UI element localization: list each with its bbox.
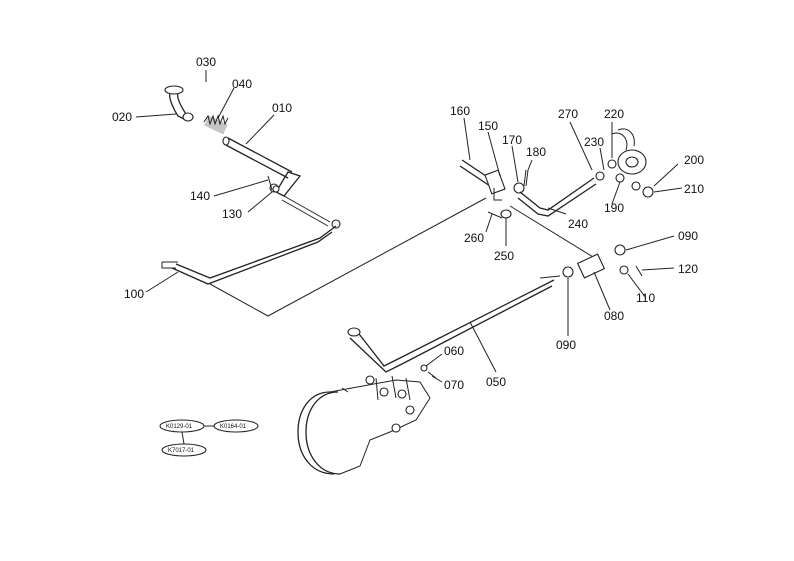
label-180: 180 — [526, 145, 546, 159]
main-rod-and-housing — [297, 275, 561, 475]
label-080: 080 — [604, 309, 624, 323]
label-190: 190 — [604, 201, 624, 215]
label-140: 140 — [190, 189, 210, 203]
right-linkage — [459, 128, 654, 279]
label-170: 170 — [502, 133, 522, 147]
label-150: 150 — [478, 119, 498, 133]
ref-code-1: K0129-01 — [166, 424, 193, 430]
label-090-upper: 090 — [678, 229, 698, 243]
label-210: 210 — [684, 182, 704, 196]
label-070: 070 — [444, 378, 464, 392]
label-030: 030 — [196, 55, 216, 69]
ref-code-3: K7017-01 — [168, 448, 195, 454]
pedal-assembly — [161, 85, 487, 317]
label-010: 010 — [272, 101, 292, 115]
reference-codes: K0129-01 K0164-01 K7017-01 — [159, 419, 259, 457]
label-130: 130 — [222, 207, 242, 221]
label-110: 110 — [636, 291, 655, 305]
label-090-lower: 090 — [556, 338, 576, 352]
ref-code-2: K0164-01 — [220, 424, 247, 430]
label-220: 220 — [604, 107, 624, 121]
label-240: 240 — [568, 217, 588, 231]
label-040: 040 — [232, 77, 252, 91]
spring-040 — [203, 114, 229, 135]
label-020: 020 — [112, 110, 132, 124]
label-120: 120 — [678, 262, 698, 276]
label-230: 230 — [584, 135, 604, 149]
leader-lines — [135, 70, 683, 383]
label-250: 250 — [494, 249, 514, 263]
label-260: 260 — [464, 231, 484, 245]
label-160: 160 — [450, 104, 470, 118]
label-060: 060 — [444, 344, 464, 358]
label-200: 200 — [684, 153, 704, 167]
label-050: 050 — [486, 375, 506, 389]
label-100: 100 — [124, 287, 144, 301]
label-270: 270 — [558, 107, 578, 121]
part-labels: 030 040 010 020 140 130 100 160 150 170 … — [112, 55, 704, 392]
